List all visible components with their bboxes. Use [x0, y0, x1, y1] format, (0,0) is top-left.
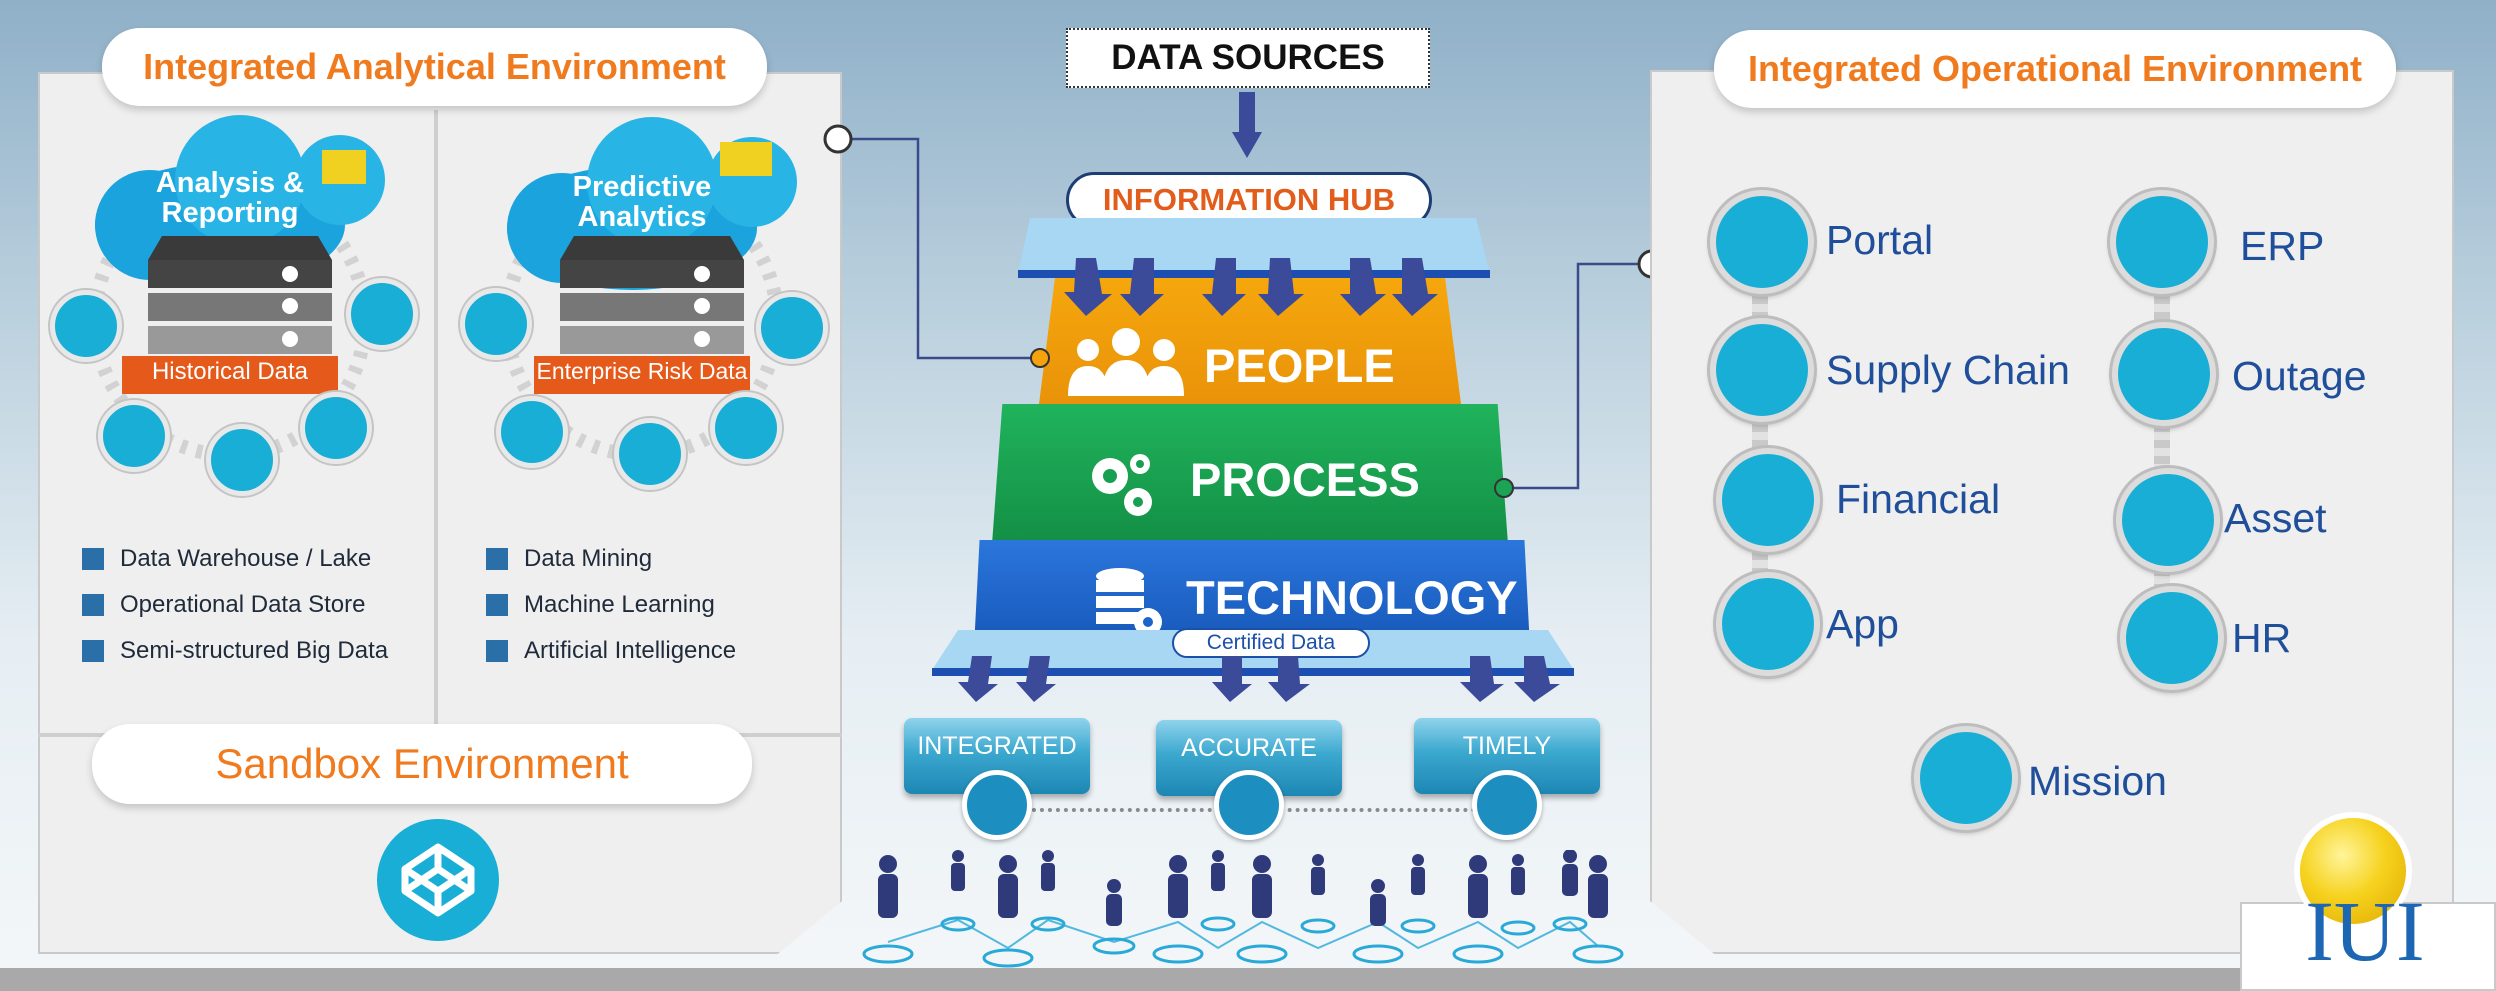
people-label: PEOPLE	[1204, 339, 1395, 392]
predictive-cloud-graphic	[500, 117, 797, 462]
financial-label: Financial	[1836, 476, 2001, 522]
erp-icon	[2110, 190, 2214, 294]
sandbox-title: Sandbox Environment	[92, 724, 752, 804]
list-item: Operational Data Store	[82, 591, 365, 619]
database-icon	[460, 288, 532, 360]
presentation-icon	[322, 150, 366, 184]
list-item: Artificial Intelligence	[486, 637, 736, 665]
codepen-cube-icon	[377, 819, 499, 941]
cloud-predictive-label: Predictive Analytics	[572, 171, 712, 233]
server-icon	[148, 236, 332, 354]
hr-icon	[2120, 586, 2224, 690]
supply-chain-label: Supply Chain	[1826, 347, 2070, 393]
operational-title: Integrated Operational Environment	[1714, 30, 2396, 108]
historical-data-label: Historical Data	[151, 358, 309, 385]
portal-label: Portal	[1826, 217, 1934, 263]
bulb-icon	[2300, 818, 2406, 924]
database-icon	[756, 292, 828, 364]
database-icon	[346, 278, 418, 350]
gears-icon	[1092, 454, 1152, 516]
list-item: Semi-structured Big Data	[82, 637, 388, 665]
list-item: Data Warehouse / Lake	[82, 545, 371, 573]
mission-target-icon	[1914, 726, 2018, 830]
certified-data-badge: Certified Data	[1172, 628, 1370, 658]
app-icon	[1716, 572, 1820, 676]
money-icon	[720, 142, 772, 176]
process-tier	[992, 404, 1508, 544]
panel-divider-vertical	[434, 110, 438, 725]
database-icon	[300, 392, 372, 464]
database-icon	[50, 290, 122, 362]
process-label: PROCESS	[1190, 453, 1420, 506]
supply-chain-icon	[1710, 318, 1814, 422]
financial-icon	[1716, 448, 1820, 552]
technology-label: TECHNOLOGY	[1186, 571, 1518, 624]
asset-label: Asset	[2224, 495, 2327, 541]
analytical-title: Integrated Analytical Environment	[102, 28, 767, 106]
stopwatch-icon	[1472, 770, 1542, 840]
target-icon	[1214, 770, 1284, 840]
database-icon	[206, 424, 278, 496]
outage-label: Outage	[2232, 353, 2367, 399]
portal-icon	[1710, 190, 1814, 294]
database-icon	[496, 396, 568, 468]
flow-arrows-bottom	[958, 656, 1560, 702]
gears-icon	[962, 770, 1032, 840]
database-icon	[98, 400, 170, 472]
erp-label: ERP	[2240, 223, 2325, 269]
server-icon	[560, 236, 744, 354]
bottom-bar	[0, 968, 2496, 991]
app-label: App	[1826, 601, 1899, 647]
people-network-graphic	[862, 850, 1624, 968]
down-arrow-icon	[1232, 92, 1262, 158]
database-gear-icon	[1096, 568, 1162, 636]
flow-arrows-top	[1064, 258, 1438, 316]
cloud-analysis-label: Analysis & Reporting	[155, 167, 305, 229]
people-icon	[1068, 328, 1184, 396]
data-sources-box: DATA SOURCES	[1066, 28, 1430, 88]
database-icon	[614, 418, 686, 490]
logo-text: IUI	[2305, 883, 2425, 979]
hr-label: HR	[2232, 615, 2292, 661]
outage-icon	[2112, 322, 2216, 426]
asset-icon	[2116, 468, 2220, 572]
list-item: Data Mining	[486, 545, 652, 573]
enterprise-risk-label: Enterprise Risk Data	[536, 358, 748, 384]
list-item: Machine Learning	[486, 591, 715, 619]
mission-label: Mission	[2028, 758, 2167, 804]
database-icon	[710, 392, 782, 464]
